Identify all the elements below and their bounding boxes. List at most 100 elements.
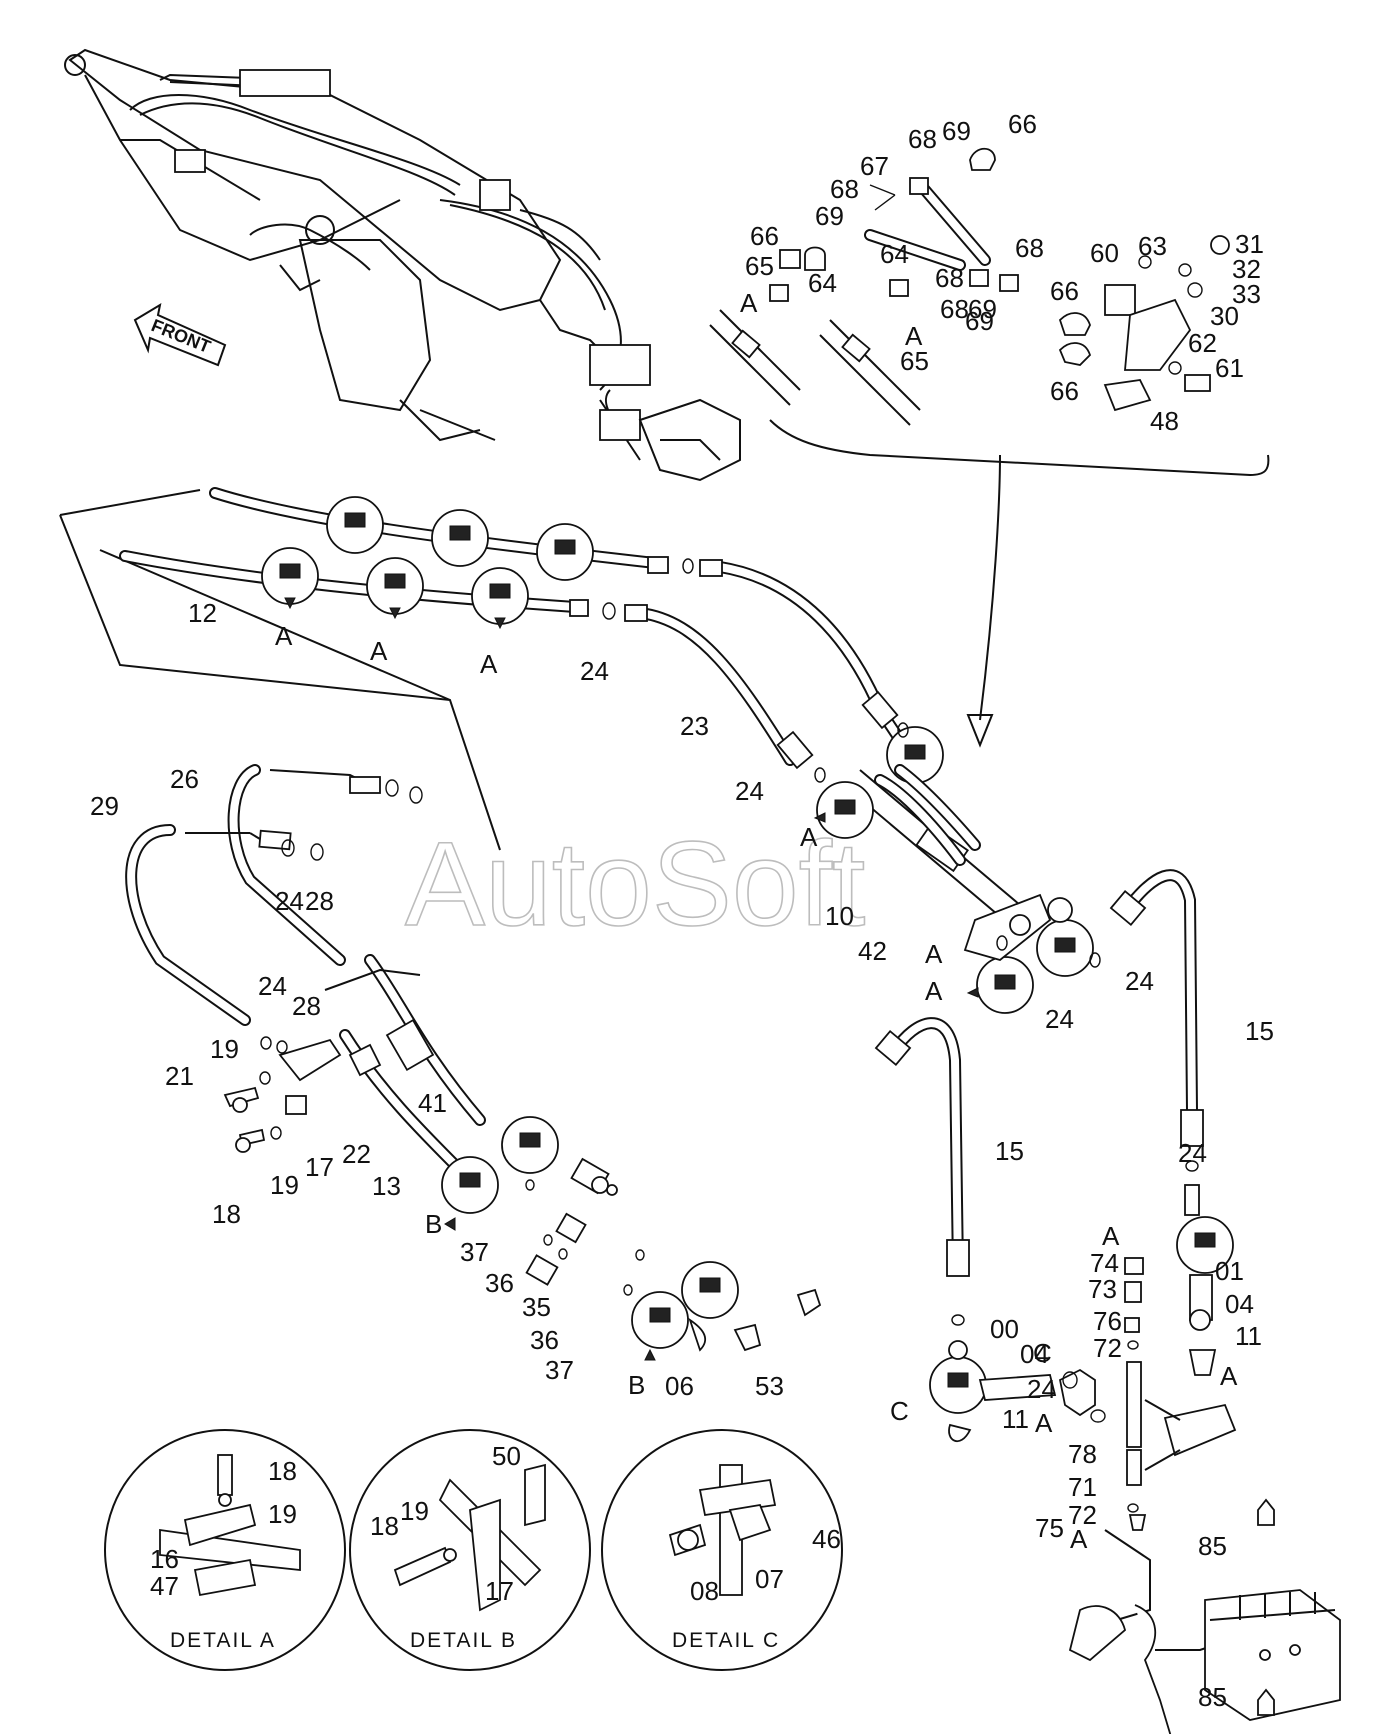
- callout-part-23: 23: [680, 711, 709, 741]
- callout-part-37: 37: [545, 1355, 574, 1385]
- central-manifold: [813, 722, 1101, 1014]
- callout-part-24: 24: [1125, 966, 1154, 996]
- callout-part-18: 18: [370, 1511, 399, 1541]
- detail-a-drawing: [104, 1429, 346, 1671]
- callout-part-31: 31: [1235, 229, 1264, 259]
- callout-part-47: 47: [150, 1571, 179, 1601]
- callout-part-26: 26: [170, 764, 199, 794]
- callout-detail-ref-c: C: [890, 1396, 909, 1426]
- callout-part-07: 07: [755, 1564, 784, 1594]
- callout-part-35: 35: [522, 1292, 551, 1322]
- callout-part-69: 69: [968, 294, 997, 324]
- callout-part-37: 37: [460, 1237, 489, 1267]
- callout-part-66: 66: [1008, 109, 1037, 139]
- callout-part-85: 85: [1198, 1682, 1227, 1712]
- callout-part-29: 29: [90, 791, 119, 821]
- callout-part-18: 18: [268, 1456, 297, 1486]
- callout-part-12: 12: [188, 598, 217, 628]
- callout-detail-ref-a: A: [275, 621, 293, 651]
- callout-part-15: 15: [1245, 1016, 1274, 1046]
- callout-part-15: 15: [995, 1136, 1024, 1166]
- callout-part-76: 76: [1093, 1306, 1122, 1336]
- callout-part-60: 60: [1090, 238, 1119, 268]
- callout-part-68: 68: [1015, 233, 1044, 263]
- callout-part-04: 04: [1020, 1339, 1049, 1369]
- callout-part-68: 68: [940, 294, 969, 324]
- callout-part-65: 65: [745, 251, 774, 281]
- callout-part-19: 19: [270, 1170, 299, 1200]
- callout-part-24: 24: [1178, 1138, 1207, 1168]
- callout-part-17: 17: [485, 1576, 514, 1606]
- callout-detail-ref-a: A: [740, 288, 758, 318]
- callout-part-00: 00: [990, 1314, 1019, 1344]
- callout-part-68: 68: [908, 124, 937, 154]
- callout-part-69: 69: [815, 201, 844, 231]
- callout-part-68: 68: [830, 174, 859, 204]
- callout-part-66: 66: [1050, 276, 1079, 306]
- callout-part-04: 04: [1225, 1289, 1254, 1319]
- callout-part-78: 78: [1068, 1439, 1097, 1469]
- callout-part-17: 17: [305, 1152, 334, 1182]
- watermark-text: AutoSoft: [405, 817, 865, 951]
- callout-part-24: 24: [275, 886, 304, 916]
- callout-part-46: 46: [812, 1524, 841, 1554]
- callout-part-72: 72: [1068, 1500, 1097, 1530]
- callout-part-48: 48: [1150, 406, 1179, 436]
- callout-part-64: 64: [880, 239, 909, 269]
- callout-part-13: 13: [372, 1171, 401, 1201]
- callout-part-24: 24: [735, 776, 764, 806]
- callout-detail-ref-a: A: [370, 636, 388, 666]
- callout-detail-ref-a: A: [1220, 1361, 1238, 1391]
- callout-part-50: 50: [492, 1441, 521, 1471]
- callout-part-11: 11: [1002, 1404, 1029, 1434]
- detail-b-title: DETAIL B: [410, 1629, 517, 1652]
- callout-part-28: 28: [292, 991, 321, 1021]
- lower-right-valve-stack: [929, 1184, 1341, 1734]
- callout-part-42: 42: [858, 936, 887, 966]
- callout-part-64: 64: [808, 268, 837, 298]
- callout-part-75: 75: [1035, 1513, 1064, 1543]
- callout-part-63: 63: [1138, 231, 1167, 261]
- detail-b-drawing: [349, 1429, 591, 1671]
- callout-part-10: 10: [825, 901, 854, 931]
- callout-part-08: 08: [690, 1576, 719, 1606]
- callout-detail-ref-a: A: [1070, 1524, 1088, 1554]
- callout-detail-ref-b: B: [425, 1209, 442, 1239]
- callout-part-74: 74: [1090, 1248, 1119, 1278]
- callout-part-69: 69: [965, 306, 994, 336]
- callout-detail-ref-c: C: [1033, 1338, 1052, 1368]
- callout-part-06: 06: [665, 1371, 694, 1401]
- callout-part-73: 73: [1088, 1274, 1117, 1304]
- front-direction-arrow-icon: FRONT: [133, 302, 227, 367]
- callout-part-62: 62: [1188, 328, 1217, 358]
- callout-part-32: 32: [1232, 254, 1261, 284]
- callout-part-85: 85: [1198, 1531, 1227, 1561]
- callout-part-65: 65: [900, 346, 929, 376]
- fittings-cluster: [709, 147, 1270, 748]
- callout-part-01: 01: [1215, 1256, 1244, 1286]
- callout-part-69: 69: [942, 116, 971, 146]
- callout-detail-ref-a: A: [800, 822, 818, 852]
- detail-a-title: DETAIL A: [170, 1629, 276, 1652]
- detail-c-title: DETAIL C: [672, 1629, 780, 1652]
- callout-part-72: 72: [1093, 1333, 1122, 1363]
- callout-part-22: 22: [342, 1139, 371, 1169]
- left-hoses: [125, 764, 822, 1361]
- excavator-boom-arm: [64, 48, 741, 482]
- callout-part-68: 68: [935, 263, 964, 293]
- callout-part-33: 33: [1232, 279, 1261, 309]
- callout-part-19: 19: [210, 1034, 239, 1064]
- callout-part-24: 24: [1045, 1004, 1074, 1034]
- callout-part-66: 66: [750, 221, 779, 251]
- callout-detail-ref-a: A: [925, 976, 943, 1006]
- callout-part-19: 19: [268, 1499, 297, 1529]
- callout-part-21: 21: [165, 1061, 194, 1091]
- callout-part-24: 24: [258, 971, 287, 1001]
- callout-part-61: 61: [1215, 353, 1244, 383]
- callout-part-30: 30: [1210, 301, 1239, 331]
- callout-detail-ref-b: B: [628, 1370, 645, 1400]
- callout-part-36: 36: [530, 1325, 559, 1355]
